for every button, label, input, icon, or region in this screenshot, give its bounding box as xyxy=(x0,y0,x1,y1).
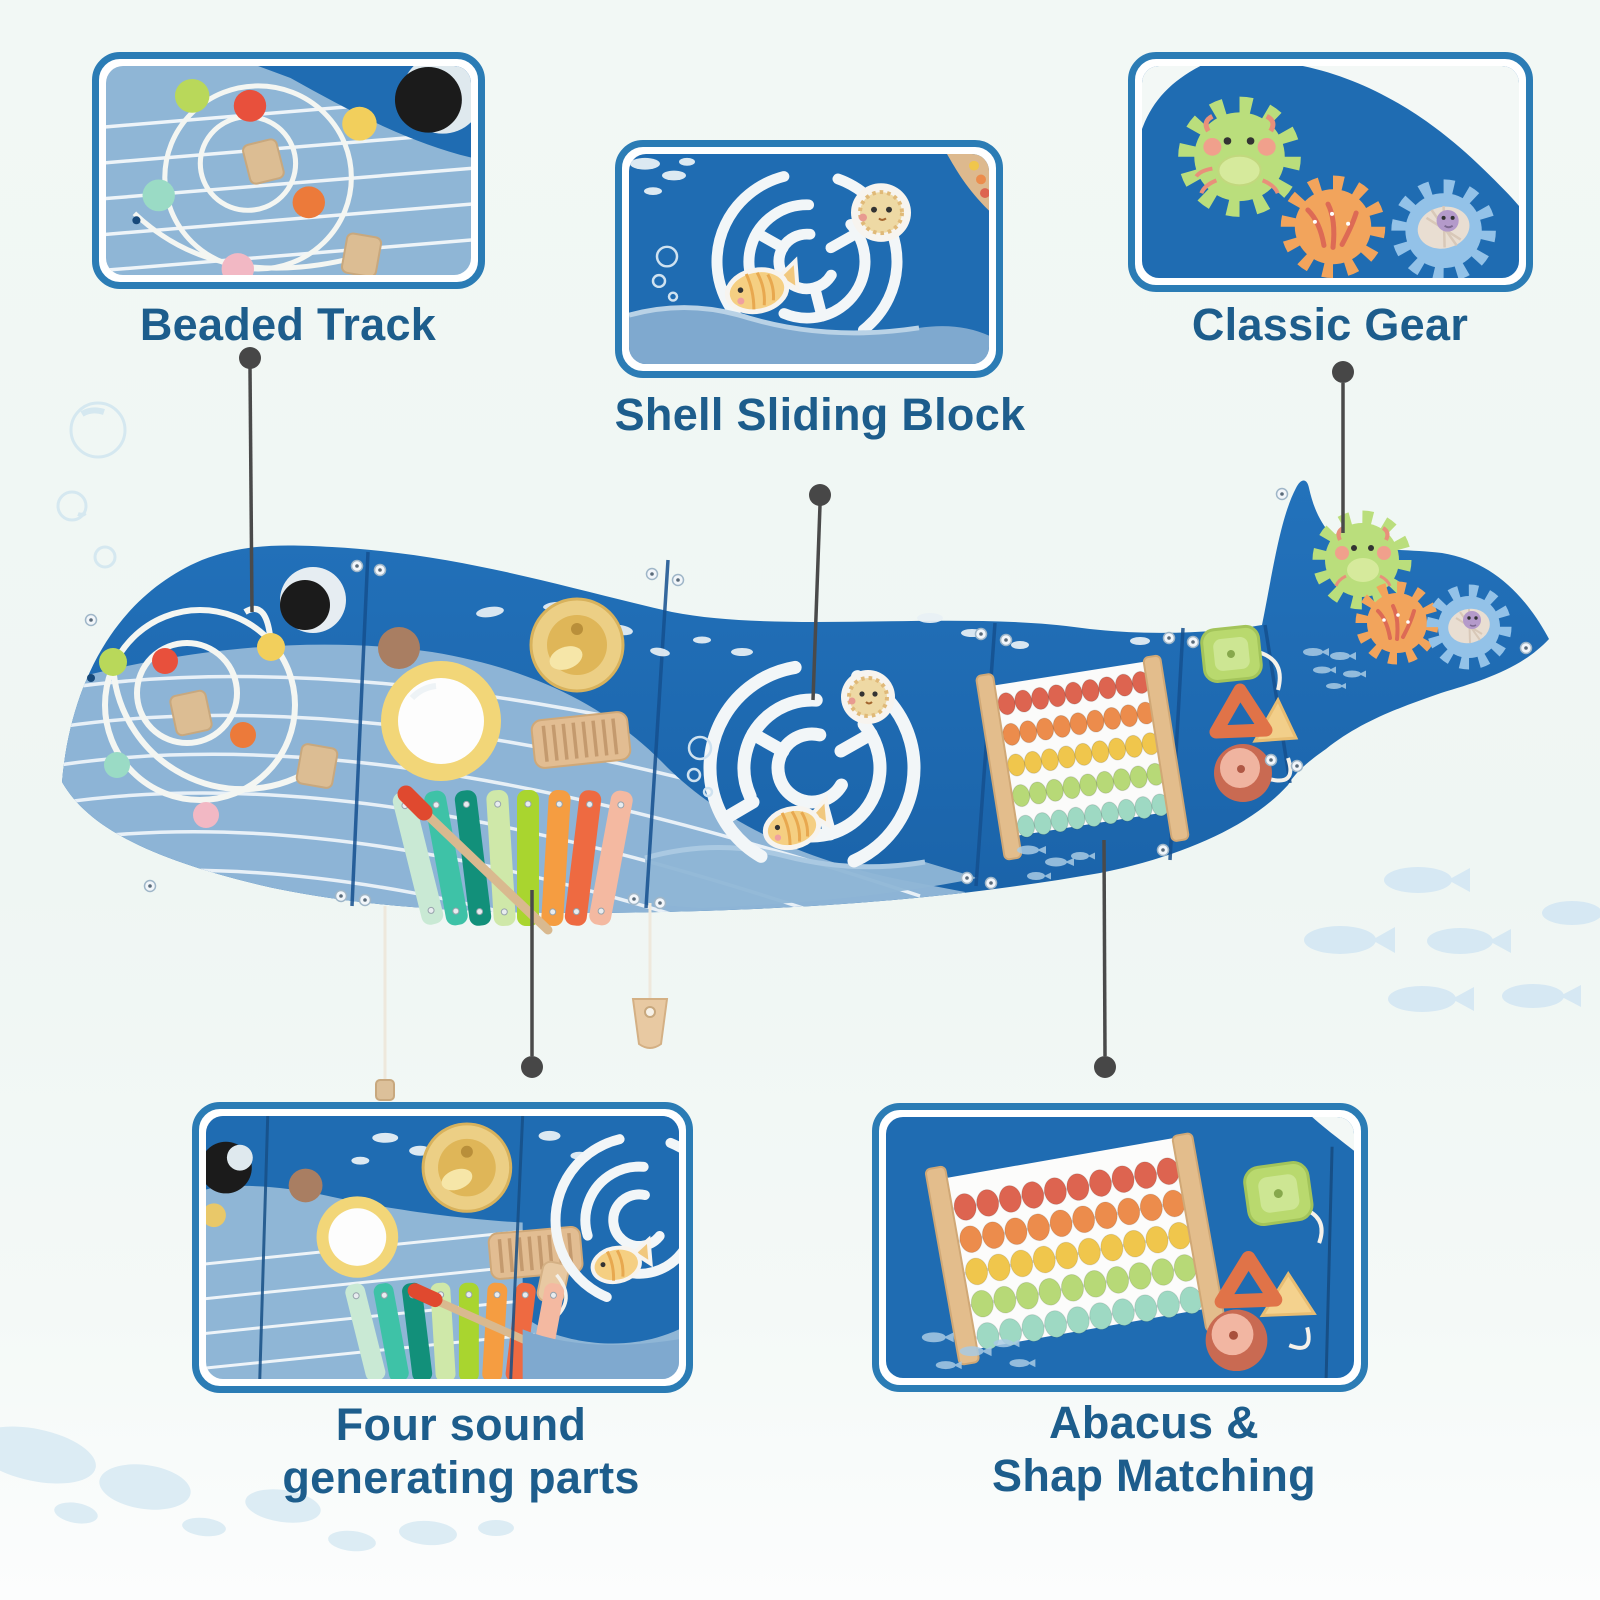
background-fish-school xyxy=(1304,867,1600,1012)
callout-image-four-sound xyxy=(192,1102,693,1393)
xylophone-mallet[interactable] xyxy=(397,785,553,935)
callout-label-abacus-shape: Abacus & Shap Matching xyxy=(904,1396,1404,1502)
beaded-track[interactable] xyxy=(99,605,339,828)
callout-image-beaded-track xyxy=(92,52,485,289)
callout-image-abacus-shape-matching xyxy=(872,1103,1368,1392)
crab-gear[interactable] xyxy=(1312,510,1412,610)
shape-matching[interactable] xyxy=(1200,624,1299,802)
whale-eye xyxy=(280,567,346,633)
wave-highlight xyxy=(644,845,926,870)
pufferfish-piece[interactable] xyxy=(841,670,895,724)
label-line: generating parts xyxy=(282,1452,640,1503)
whale-board xyxy=(62,480,1549,1101)
beaded-track-zoom xyxy=(106,66,471,275)
head-hole xyxy=(87,674,95,682)
hanging-mallet-strings[interactable] xyxy=(375,903,669,1101)
label-line: Abacus & xyxy=(1049,1397,1259,1448)
four-sound-zoom xyxy=(206,1116,679,1379)
cymbal-bell[interactable] xyxy=(529,597,625,693)
classic-gear-zoom xyxy=(1142,66,1519,278)
painted-bubbles xyxy=(686,735,714,798)
abacus-zoom xyxy=(924,1132,1227,1366)
mirror[interactable] xyxy=(381,661,501,781)
abacus-shape-zoom xyxy=(886,1117,1354,1378)
label-line: Shap Matching xyxy=(992,1450,1316,1501)
leader-dots xyxy=(239,347,1354,1078)
square-piece[interactable] xyxy=(1200,624,1263,683)
background-pebbles xyxy=(0,1426,514,1552)
classic-gears[interactable] xyxy=(1312,510,1512,670)
callout-label-four-sound: Four sound generating parts xyxy=(211,1398,711,1504)
leader-lines xyxy=(248,367,1345,1057)
callout-image-classic-gear xyxy=(1128,52,1533,292)
coral-gear-zoom xyxy=(1280,175,1386,278)
circle-piece[interactable] xyxy=(1214,744,1272,802)
callout-label-classic-gear: Classic Gear xyxy=(1191,299,1469,350)
shell-sliding-maze[interactable] xyxy=(673,629,952,908)
cymbal-zoom xyxy=(421,1122,513,1213)
painted-fish xyxy=(1017,648,1366,880)
panel-screws xyxy=(84,487,1533,910)
callout-label-beaded-track: Beaded Track xyxy=(139,299,437,350)
shell-sliding-block-zoom xyxy=(629,154,989,364)
shell-gear[interactable] xyxy=(1426,584,1512,670)
abacus-beads[interactable] xyxy=(996,670,1170,838)
brown-dot xyxy=(378,627,420,669)
background-bubbles xyxy=(56,401,127,569)
crab-gear-zoom xyxy=(1178,96,1301,217)
washboard[interactable] xyxy=(530,711,632,769)
callout-image-shell-sliding-block xyxy=(615,140,1003,378)
callout-label-shell-sliding-block: Shell Sliding Block xyxy=(614,389,1026,440)
abacus[interactable] xyxy=(975,647,1190,868)
shell-gear-zoom xyxy=(1391,179,1496,278)
label-line: Four sound xyxy=(335,1399,587,1450)
wave-decoration xyxy=(645,847,978,908)
xylophone[interactable] xyxy=(391,785,634,935)
triangle-piece[interactable] xyxy=(1209,683,1299,743)
fish-piece[interactable] xyxy=(761,794,835,853)
